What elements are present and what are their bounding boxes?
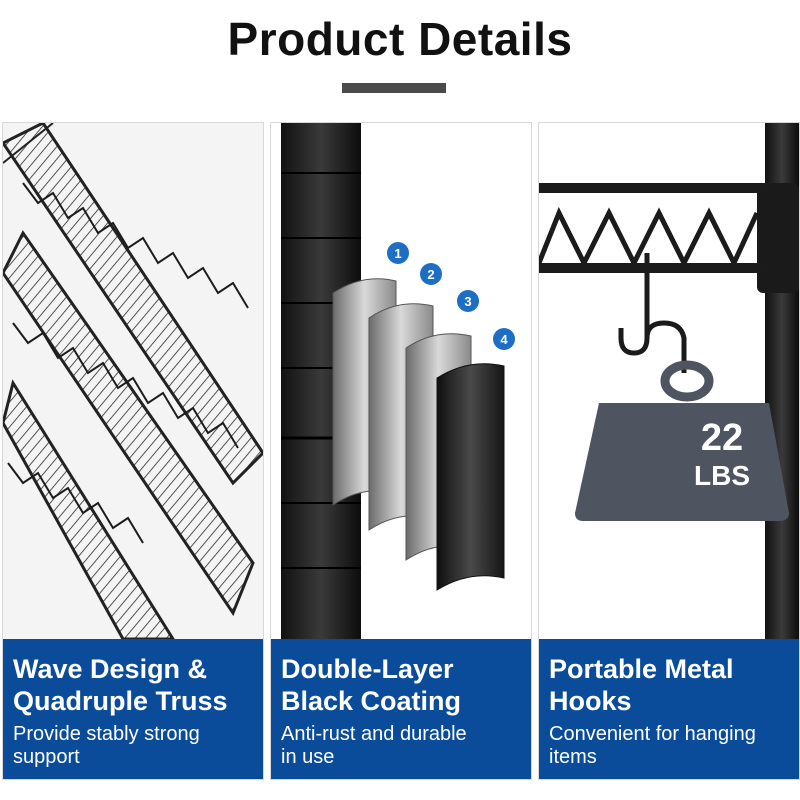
wire-shelf-image (3, 123, 263, 639)
hook-weight-image: 22 LBS (539, 123, 799, 639)
caption-title-line-1: Double-Layer (281, 654, 454, 684)
layer-badge-1: 1 (387, 242, 409, 264)
panel-coating: 1 2 3 4 Double-Layer Black Coating Anti-… (270, 122, 532, 780)
svg-text:3: 3 (464, 294, 471, 309)
caption-subtitle-line-2: items (549, 746, 597, 768)
caption-coating: Double-Layer Black Coating Anti-rust and… (271, 639, 531, 779)
svg-text:2: 2 (427, 267, 434, 282)
caption-wave-design: Wave Design & Quadruple Truss Provide st… (3, 639, 263, 779)
page-title: Product Details (227, 13, 573, 65)
layer-badge-3: 3 (457, 290, 479, 312)
caption-subtitle-line-2: in use (281, 746, 335, 768)
caption-hooks: Portable Metal Hooks Convenient for hang… (539, 639, 799, 779)
weight-value: 22 (701, 417, 743, 459)
caption-subtitle-line-1: Convenient for hanging (549, 723, 756, 745)
title-underline (342, 83, 446, 93)
layer-badge-4: 4 (493, 328, 515, 350)
svg-text:1: 1 (394, 246, 401, 261)
caption-title-line-1: Portable Metal (549, 654, 734, 684)
caption-subtitle-line-1: Provide stably strong (13, 723, 200, 745)
svg-text:4: 4 (500, 332, 508, 347)
layer-badge-2: 2 (420, 263, 442, 285)
caption-subtitle-line-2: support (13, 746, 80, 768)
panel-hooks: 22 LBS Portable Metal Hooks Convenient f… (538, 122, 800, 780)
weight-unit: LBS (694, 460, 750, 491)
caption-title-line-2: Black Coating (281, 686, 462, 716)
caption-title-line-2: Hooks (549, 686, 632, 716)
coating-layers-image: 1 2 3 4 (271, 123, 531, 639)
panel-wave-design: Wave Design & Quadruple Truss Provide st… (2, 122, 264, 780)
caption-subtitle-line-1: Anti-rust and durable (281, 723, 467, 745)
caption-title-line-2: Quadruple Truss (13, 686, 228, 716)
caption-title-line-1: Wave Design & (13, 654, 208, 684)
